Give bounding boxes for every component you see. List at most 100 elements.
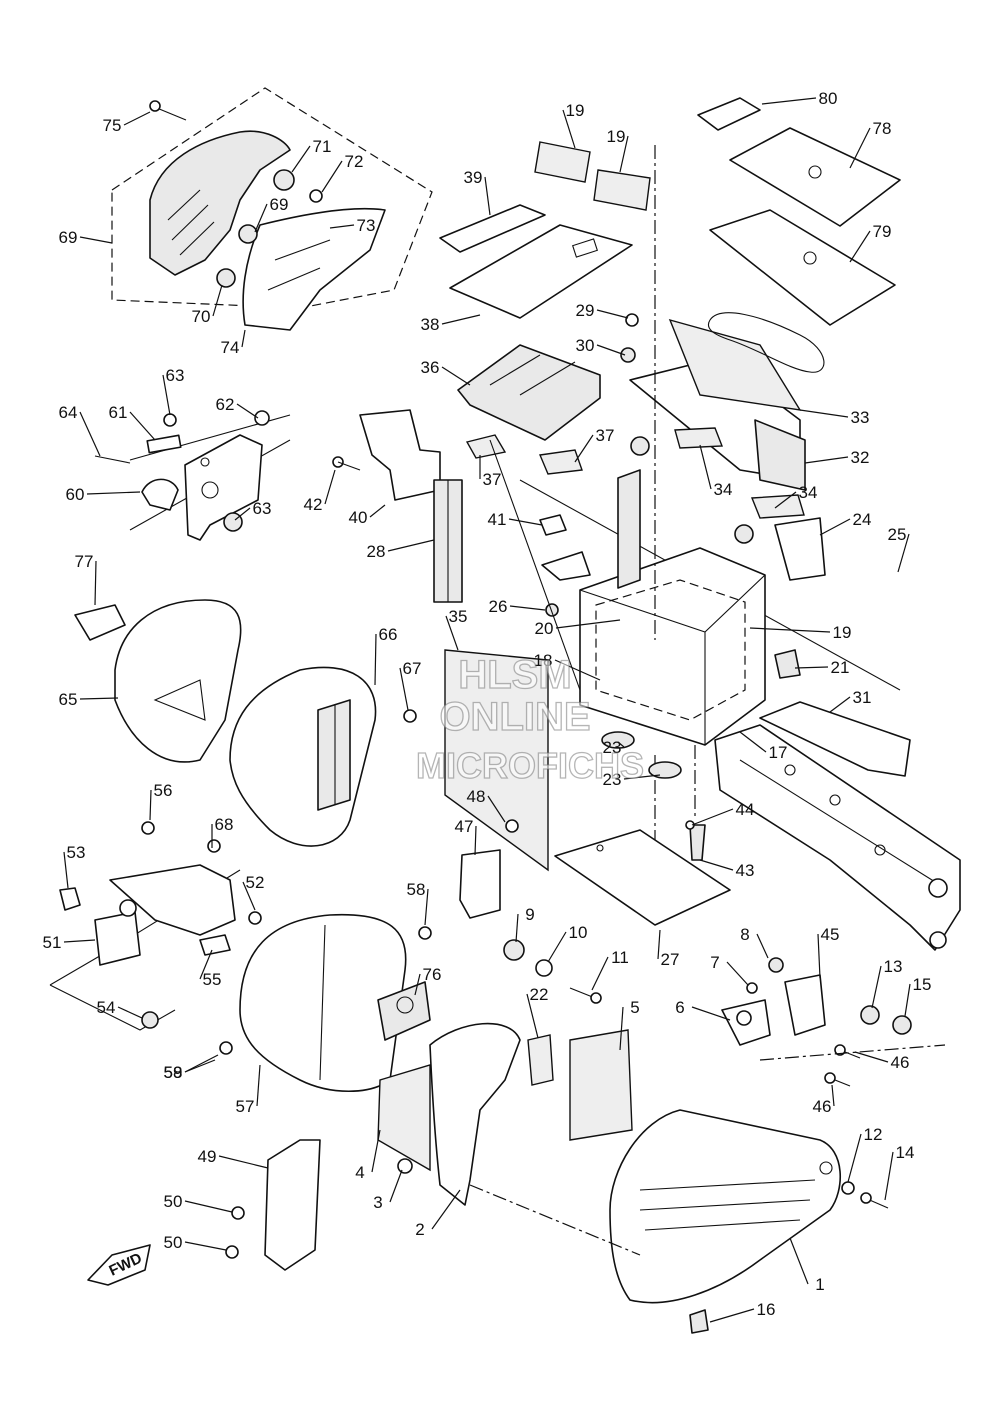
- callout-label-67: 67: [403, 659, 422, 678]
- callout-label-58: 58: [164, 1063, 183, 1082]
- callout-leader-46: [831, 1084, 835, 1107]
- callout-label-35: 35: [449, 607, 468, 626]
- callout-label-13: 13: [884, 957, 903, 976]
- callout-leader-7: [726, 961, 749, 986]
- callout-label-55: 55: [203, 970, 222, 989]
- callout-leader-63: [234, 507, 251, 521]
- callout-leader-19: [749, 627, 831, 633]
- callout-leader-19: [619, 135, 629, 173]
- callout-label-29: 29: [576, 301, 595, 320]
- callout-leader-67: [399, 667, 409, 711]
- callout-label-76: 76: [423, 965, 442, 984]
- callout-label-63: 63: [253, 499, 272, 518]
- frame-section: [685, 724, 961, 951]
- callout-leader-36: [441, 366, 471, 386]
- callout-label-5: 5: [630, 998, 639, 1017]
- pivot-6-7-8: [721, 957, 784, 1046]
- callout-leader-26: [509, 605, 546, 611]
- callout-label-57: 57: [236, 1097, 255, 1116]
- callout-label-68: 68: [215, 815, 234, 834]
- callout-leader-34: [699, 444, 712, 490]
- callout-leader-48: [487, 795, 506, 823]
- callout-label-79: 79: [873, 222, 892, 241]
- callout-leader-12: [847, 1133, 862, 1183]
- bracket-45-fasteners: [759, 974, 946, 1087]
- callout-leader-33: [799, 409, 849, 418]
- callout-leader-69: [254, 203, 268, 233]
- callout-leader-23: [623, 774, 661, 780]
- callout-leader-53: [63, 851, 69, 889]
- callout-leader-63: [162, 374, 171, 416]
- callout-label-46: 46: [891, 1053, 910, 1072]
- forward-direction-marker: [87, 1244, 151, 1286]
- callout-label-36: 36: [421, 358, 440, 377]
- callout-label-34: 34: [714, 480, 733, 499]
- callout-leader-71: [291, 145, 311, 173]
- callout-label-46: 46: [813, 1097, 832, 1116]
- callout-leader-25: [897, 533, 910, 573]
- callout-leader-34: [774, 491, 797, 509]
- side-panels-lower: [377, 1022, 633, 1206]
- center-brackets: [332, 409, 591, 617]
- callout-label-50: 50: [164, 1192, 183, 1211]
- callout-leader-74: [241, 329, 246, 348]
- callout-label-20: 20: [535, 619, 554, 638]
- callout-label-6: 6: [675, 998, 684, 1017]
- callout-label-42: 42: [304, 495, 323, 514]
- callout-leader-69: [79, 236, 113, 244]
- callout-leader-52: [242, 881, 256, 911]
- accessory-parts-topright: [697, 97, 901, 373]
- callout-leader-24: [819, 518, 851, 536]
- callout-leader-13: [871, 965, 882, 1009]
- callout-label-62: 62: [216, 395, 235, 414]
- callout-leader-1: [789, 1237, 809, 1285]
- callout-leader-47: [474, 825, 477, 856]
- callout-label-33: 33: [851, 408, 870, 427]
- callout-label-21: 21: [831, 658, 850, 677]
- callout-label-39: 39: [464, 168, 483, 187]
- callout-leader-19: [562, 109, 576, 149]
- callout-label-11: 11: [611, 948, 629, 967]
- callout-label-19: 19: [833, 623, 852, 642]
- callout-label-4: 4: [355, 1163, 364, 1182]
- callout-label-24: 24: [853, 510, 872, 529]
- callout-leader-5: [619, 1006, 624, 1051]
- callout-label-74: 74: [221, 338, 240, 357]
- callout-label-28: 28: [367, 542, 386, 561]
- callout-label-40: 40: [349, 508, 368, 527]
- callout-leader-60: [86, 491, 141, 495]
- callout-leader-8: [756, 933, 769, 959]
- callout-label-43: 43: [736, 861, 755, 880]
- callout-leader-49: [218, 1155, 269, 1169]
- callout-label-41: 41: [488, 510, 507, 529]
- callout-label-54: 54: [97, 998, 116, 1017]
- callout-label-19: 19: [566, 101, 585, 120]
- callout-label-38: 38: [421, 315, 440, 334]
- callout-leader-27: [657, 929, 661, 960]
- callout-label-37: 37: [596, 426, 615, 445]
- callout-label-2: 2: [415, 1220, 424, 1239]
- callout-leader-31: [829, 696, 851, 713]
- callout-leader-22: [526, 993, 539, 1039]
- callout-label-23: 23: [603, 770, 622, 789]
- callout-label-72: 72: [345, 152, 364, 171]
- callout-leader-46: [854, 1051, 889, 1063]
- callout-label-23: 23: [603, 738, 622, 757]
- callout-label-31: 31: [853, 688, 872, 707]
- callout-label-48: 48: [467, 787, 486, 806]
- callout-leader-58: [424, 888, 429, 926]
- battery-box-assembly: [489, 145, 911, 880]
- callout-label-65: 65: [59, 690, 78, 709]
- callout-leader-14: [884, 1151, 894, 1201]
- cowling-64-65: [74, 599, 417, 853]
- callout-leader-76: [414, 973, 421, 996]
- side-cover-57: [219, 913, 432, 1093]
- callout-leader-79: [849, 230, 871, 263]
- callout-label-10: 10: [569, 923, 588, 942]
- callout-label-3: 3: [373, 1193, 382, 1212]
- callout-leader-20: [555, 619, 621, 629]
- callout-leader-70: [212, 284, 223, 317]
- callout-leader-28: [387, 539, 435, 552]
